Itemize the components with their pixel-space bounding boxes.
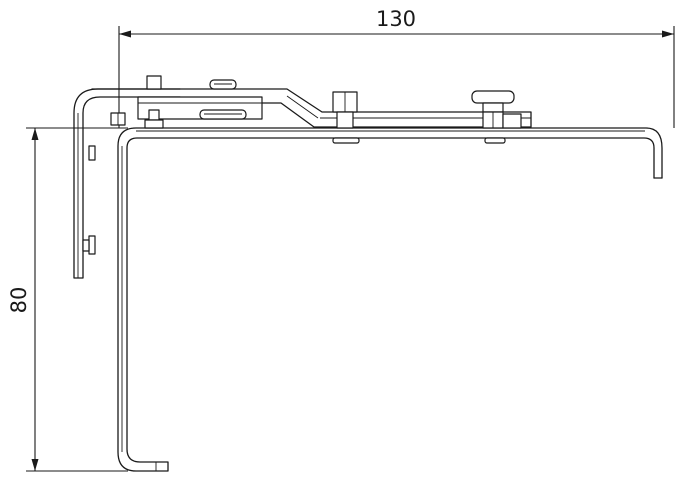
right-bolt <box>471 90 522 144</box>
middle-bolt-shank <box>336 111 354 129</box>
width-arrow-right <box>662 30 674 38</box>
slot-head <box>209 79 237 90</box>
slot-nut <box>199 109 247 120</box>
left-bolt-head <box>146 75 162 90</box>
right-bolt-nut <box>484 137 506 144</box>
left-bolt-nut <box>144 119 164 129</box>
width-dimension: 130 <box>118 7 675 128</box>
left-bolt <box>110 75 164 129</box>
right-bolt-neck <box>482 102 504 113</box>
adjuster-plate <box>137 79 263 120</box>
clip-bracket <box>73 88 181 279</box>
height-label: 80 <box>7 287 31 314</box>
strap-contour <box>91 88 532 128</box>
left-bolt-shank <box>148 109 160 121</box>
clip-stud-upper <box>88 145 96 161</box>
right-bolt-washer <box>502 113 522 129</box>
strap-crank-line <box>286 95 319 119</box>
width-arrow-left <box>119 30 131 38</box>
width-label: 130 <box>376 7 416 31</box>
clip-stud-plate <box>82 239 90 252</box>
right-bolt-cap <box>471 90 515 104</box>
bracket-outer-contour <box>117 127 663 472</box>
middle-bolt-nut <box>332 137 360 144</box>
main-bracket <box>117 127 663 472</box>
height-arrow-top <box>31 128 39 140</box>
clip-contour <box>73 88 181 279</box>
clip-stud-lower <box>88 235 96 255</box>
middle-bolt <box>332 91 360 144</box>
height-dimension: 80 <box>7 127 128 472</box>
height-arrow-bottom <box>31 459 39 471</box>
